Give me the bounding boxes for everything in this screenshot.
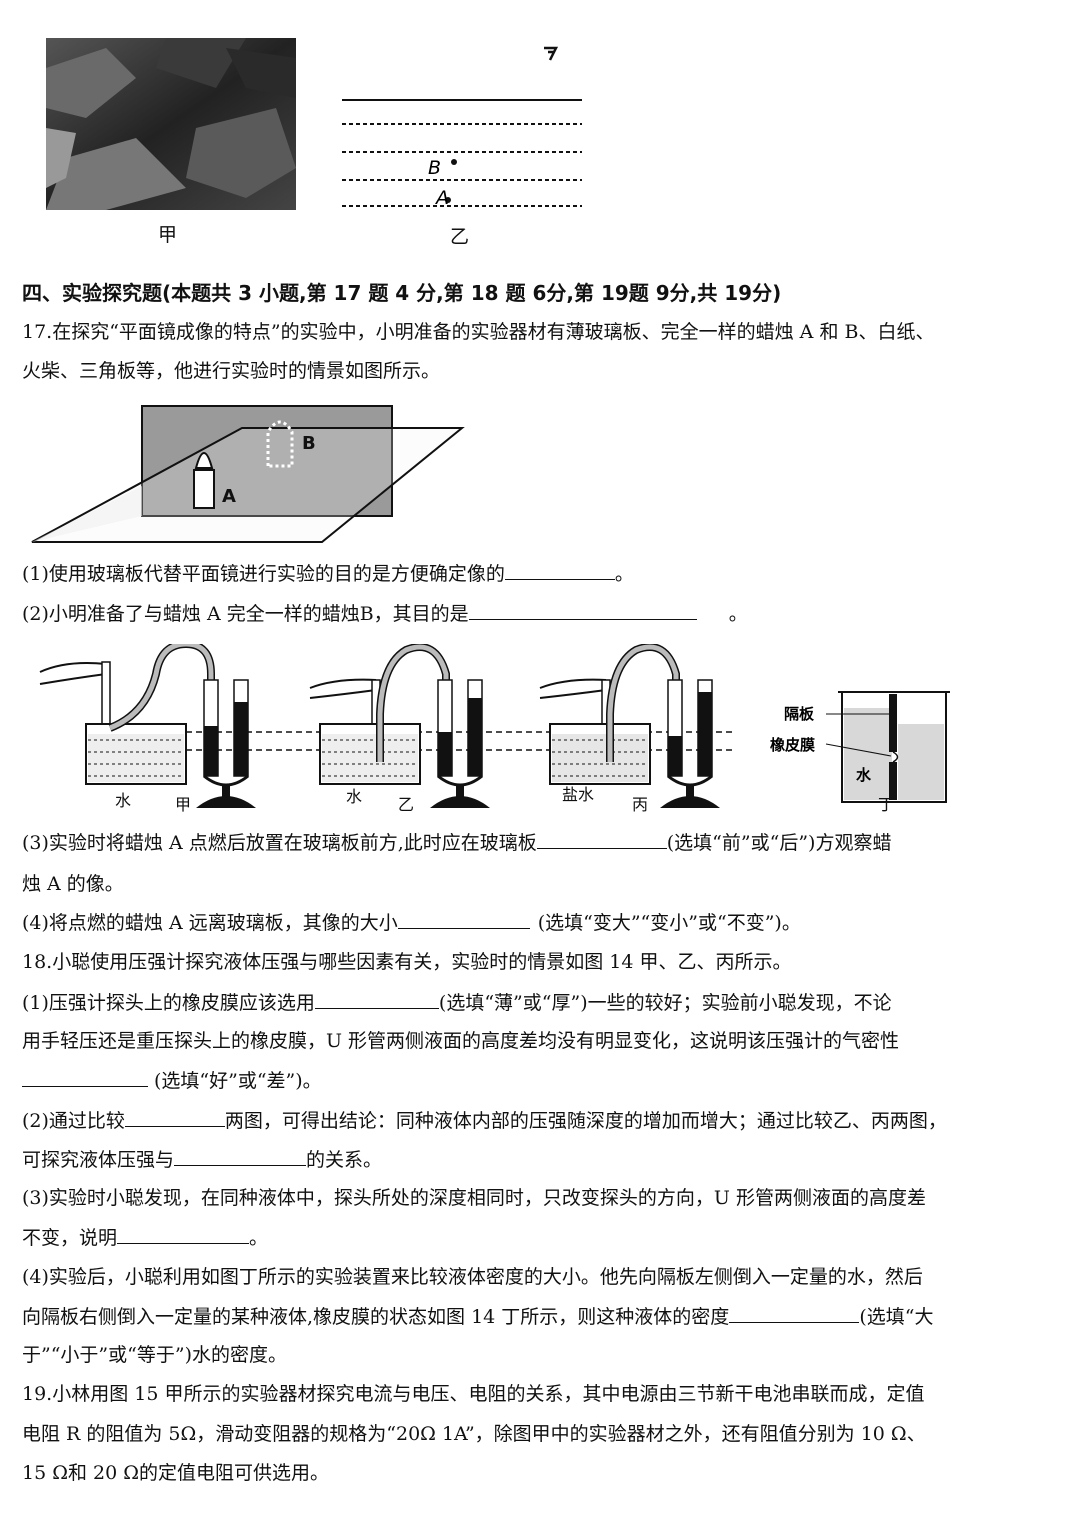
q18-p1a: (1)压强计探头上的橡皮膜应该选用 (选填“薄”或“厚”)一些的较好；实验前小聪发… — [22, 990, 892, 1015]
fig14-cap-water2: 水 — [346, 787, 363, 806]
q17-p4-text: (4)将点燃的蜡烛 A 远离玻璃板，其像的大小 — [22, 912, 398, 934]
q17-p2-end: 。 — [728, 603, 748, 625]
q17-p1: (1)使用玻璃板代替平面镜进行实验的目的是方便确定像的 。 — [22, 561, 634, 586]
gauge-set-bing — [539, 643, 720, 808]
q18-p4a: (4)实验后，小聪利用如图丁所示的实验装置来比较液体密度的大小。他先向隔板左侧倒… — [22, 1266, 923, 1288]
q17-p2: (2)小明准备了与蜡烛 A 完全一样的蜡烛B，其目的是 。 — [22, 601, 748, 626]
fig14-cap-salt: 盐水 — [562, 785, 595, 804]
answer-blank-q17-2[interactable] — [468, 601, 697, 620]
q18-p1b: 用手轻压还是重压探头上的橡皮膜，U 形管两侧液面的高度差均没有明显变化，这说明该… — [22, 1030, 900, 1052]
q19-line3: 15 Ω和 20 Ω的定值电阻可供选用。 — [22, 1462, 329, 1484]
mirror-experiment-figure: B A — [22, 396, 466, 548]
q17-p1-text: (1)使用玻璃板代替平面镜进行实验的目的是方便确定像的 — [22, 563, 505, 585]
q17-p1-end: 。 — [614, 563, 634, 585]
fig14-cap-jia: 甲 — [175, 795, 192, 814]
q18-p2a-end: 两图，可得出结论：同种液体内部的压强随深度的增加而增大；通过比较乙、丙两图， — [224, 1110, 947, 1132]
q18-p1c: (选填“好”或“差”)。 — [22, 1068, 322, 1093]
q17-p2-text: (2)小明准备了与蜡烛 A 完全一样的蜡烛B，其目的是 — [22, 603, 469, 625]
q19-line2: 电阻 R 的阻值为 5Ω，滑动变阻器的规格为“20Ω 1A”，除图甲中的实验器材… — [22, 1423, 926, 1445]
diagram-yi: B A — [330, 38, 590, 218]
caption-yi: 乙 — [450, 226, 470, 248]
fig14-cap-water: 水 — [115, 791, 132, 810]
answer-blank-q17-4[interactable] — [397, 910, 530, 929]
q18-p3b: 不变，说明 。 — [22, 1225, 268, 1250]
answer-blank-q18-4[interactable] — [174, 1147, 307, 1166]
partition-container-ding: 隔板 橡皮膜 水 — [770, 691, 950, 803]
q18-p4b-end: (选填“大 — [859, 1306, 934, 1328]
caption-jia: 甲 — [158, 224, 178, 246]
answer-blank-q18-5[interactable] — [117, 1225, 250, 1244]
q18-p2b: 可探究液体压强与 的关系。 — [22, 1147, 382, 1172]
label-membrane: 橡皮膜 — [770, 736, 815, 754]
section-heading: 四、实验探究题(本题共 3 小题,第 17 题 4 分,第 18 题 6分,第 … — [22, 281, 782, 305]
q17-line1: 17.在探究“平面镜成像的特点”的实验中，小明准备的实验器材有薄玻璃板、完全一样… — [22, 321, 935, 343]
q17-p4: (4)将点燃的蜡烛 A 远离玻璃板，其像的大小 (选填“变大”“变小”或“不变”)… — [22, 910, 801, 935]
q18-p4c: 于”“小于”或“等于”)水的密度。 — [22, 1344, 287, 1366]
q17-p3a-text: (3)实验时将蜡烛 A 点燃后放置在玻璃板前方,此时应在玻璃板 — [22, 832, 537, 854]
q17-p4-end: (选填“变大”“变小”或“不变”)。 — [537, 912, 801, 934]
q18-p3b-text: 不变，说明 — [22, 1227, 118, 1249]
point-b — [451, 159, 457, 165]
answer-blank-q18-6[interactable] — [729, 1304, 860, 1323]
q18-p1a-end: (选填“薄”或“厚”)一些的较好；实验前小聪发现，不论 — [438, 992, 892, 1014]
q18-p4b: 向隔板右侧倒入一定量的某种液体,橡皮膜的状态如图 14 丁所示，则这种液体的密度… — [22, 1304, 933, 1329]
label-a: A — [434, 187, 449, 209]
answer-blank-q18-3[interactable] — [124, 1108, 225, 1127]
fig14-cap-bing: 丙 — [632, 795, 649, 814]
q18-p1a-text: (1)压强计探头上的橡皮膜应该选用 — [22, 992, 315, 1014]
q17-p3b: 烛 A 的像。 — [22, 873, 124, 895]
q18-p2b-end: 的关系。 — [306, 1149, 383, 1171]
q18-p1c-end: (选填“好”或“差”)。 — [154, 1070, 322, 1092]
fig14-cap-yi: 乙 — [398, 795, 415, 814]
gauge-set-yi — [309, 643, 490, 808]
answer-blank-q17-3[interactable] — [536, 830, 667, 849]
fig14-cap-ding: 丁 — [878, 795, 895, 814]
q18-p4b-text: 向隔板右侧倒入一定量的某种液体,橡皮膜的状态如图 14 丁所示，则这种液体的密度 — [22, 1306, 730, 1328]
q17-p3a-end: (选填“前”或“后”)方观察蜡 — [666, 832, 892, 854]
fig14-pressure-gauges: 隔板 橡皮膜 水 — [36, 639, 966, 818]
q18-p2b-text: 可探究液体压强与 — [22, 1149, 175, 1171]
label-water: 水 — [856, 766, 872, 784]
q19-line1: 19.小林用图 15 甲所示的实验器材探究电流与电压、电阻的关系，其中电源由三节… — [22, 1383, 925, 1405]
answer-blank-q17-1[interactable] — [504, 561, 615, 580]
q18-p3b-end: 。 — [249, 1227, 269, 1249]
q18-line1: 18.小聪使用压强计探究液体压强与哪些因素有关，实验时的情景如图 14 甲、乙、… — [22, 951, 792, 973]
label-partition: 隔板 — [784, 705, 815, 723]
answer-blank-q18-1[interactable] — [314, 990, 439, 1009]
q17-p3a: (3)实验时将蜡烛 A 点燃后放置在玻璃板前方,此时应在玻璃板 (选填“前”或“后… — [22, 830, 891, 855]
fig-label-b: B — [302, 433, 316, 454]
q18-p3a: (3)实验时小聪发现，在同种液体中，探头所处的深度相同时，只改变探头的方向，U … — [22, 1187, 926, 1209]
q18-p2a: (2)通过比较 两图，可得出结论：同种液体内部的压强随深度的增加而增大；通过比较乙… — [22, 1108, 947, 1133]
photo-jia — [46, 38, 296, 210]
point-a — [445, 197, 451, 203]
gauge-set-jia — [39, 639, 256, 808]
q18-p2a-text: (2)通过比较 — [22, 1110, 125, 1132]
q17-line2: 火柴、三角板等，他进行实验时的情景如图所示。 — [22, 360, 441, 382]
eye-mark-icon — [544, 46, 559, 61]
answer-blank-q18-2[interactable] — [22, 1068, 148, 1087]
label-b: B — [428, 157, 441, 179]
fig-label-a: A — [222, 486, 236, 507]
